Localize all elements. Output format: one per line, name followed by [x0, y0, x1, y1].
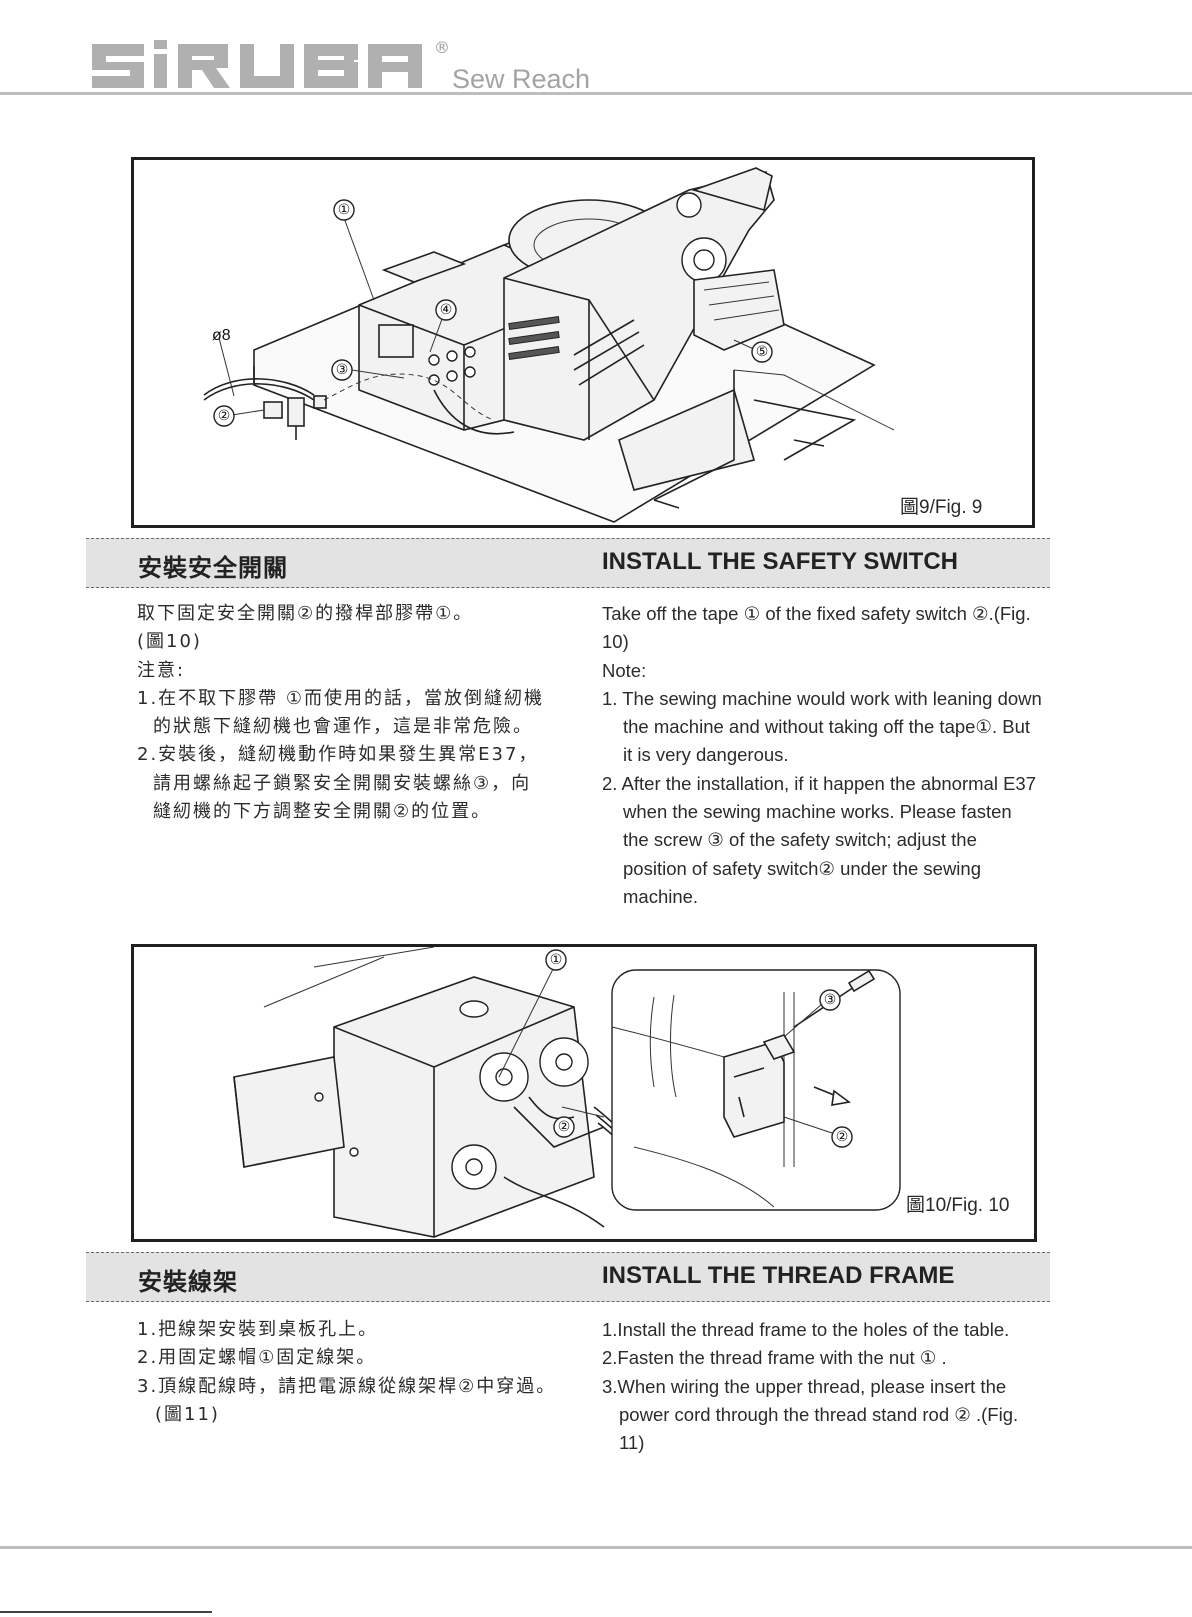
note-item: 1.在不取下膠帶 ①而使用的話，當放倒縫紉機的狀態下縫紉機也會運作，這是非常危險…: [137, 687, 545, 738]
power-socket-icon: [378, 324, 414, 358]
step-item: 2.Fasten the thread frame with the nut ①…: [602, 1347, 947, 1369]
text-line: Take off the tape ① of the fixed safety …: [602, 603, 1031, 653]
figure-10-caption: 圖10/Fig. 10: [906, 1195, 1010, 1216]
section-title-cn: 安裝線架: [138, 1268, 238, 1296]
svg-text:②: ②: [558, 1119, 571, 1135]
svg-text:③: ③: [336, 362, 349, 378]
figure-10: ① ② ③ ②: [131, 944, 1037, 1242]
callout-2-detail: ②: [831, 1126, 853, 1148]
thread-frame-text-en: 1.Install the thread frame to the holes …: [602, 1316, 1042, 1457]
callout-3: ③: [331, 359, 353, 381]
svg-text:②: ②: [218, 408, 231, 424]
callout-3: ③: [819, 989, 841, 1011]
step-item: 1.把線架安裝到桌板孔上。: [137, 1319, 379, 1340]
thread-frame-text-cn: 1.把線架安裝到桌板孔上。 2.用固定螺帽①固定線架。 3.頂線配線時，請把電源…: [137, 1316, 557, 1429]
header-rule: [0, 92, 1192, 95]
svg-text:①: ①: [550, 952, 563, 968]
text-line: 取下固定安全開關②的撥桿部膠帶①。: [137, 603, 474, 624]
section-bar-thread-frame: 安裝線架 INSTALL THE THREAD FRAME: [86, 1252, 1050, 1302]
footer-rule: [0, 1546, 1192, 1549]
svg-text:①: ①: [338, 202, 351, 218]
figure-9-illustration: ① ② ③ ④ ⑤ ø8: [203, 167, 895, 523]
footer-line: [0, 1611, 212, 1613]
section-title-en: INSTALL THE SAFETY SWITCH: [602, 548, 959, 575]
step-item: 2.用固定螺帽①固定線架。: [137, 1347, 377, 1369]
safety-switch-text-cn: 取下固定安全開關②的撥桿部膠帶①。 (圖10) 注意: 1.在不取下膠帶 ①而使…: [137, 600, 547, 826]
section-bar-safety-switch: 安裝安全開關 INSTALL THE SAFETY SWITCH: [86, 538, 1050, 588]
note-label: 注意:: [137, 659, 186, 681]
callout-5: ⑤: [751, 341, 773, 363]
note-item: 1. The sewing machine would work with le…: [602, 687, 1042, 766]
dimension-label: ø8: [212, 327, 231, 344]
step-item: 3.When wiring the upper thread, please i…: [602, 1375, 1019, 1454]
note-label: Note:: [602, 659, 647, 681]
figure-10-illustration: ① ② ③ ②: [233, 947, 901, 1238]
callout-1: ①: [333, 199, 355, 221]
callout-2: ②: [213, 405, 235, 427]
siruba-logo: [92, 40, 422, 88]
section-title-en: INSTALL THE THREAD FRAME: [602, 1262, 955, 1289]
figure-9-caption: 圖9/Fig. 9: [900, 497, 983, 518]
safety-switch-text-en: Take off the tape ① of the fixed safety …: [602, 600, 1042, 911]
svg-text:②: ②: [836, 1129, 849, 1145]
note-item: 2.安裝後，縫紉機動作時如果發生異常E37，請用螺絲起子鎖緊安全開關安裝螺絲③，…: [137, 744, 539, 823]
callout-4: ④: [435, 299, 457, 321]
note-item: 2. After the installation, if it happen …: [602, 772, 1037, 907]
step-item: 1.Install the thread frame to the holes …: [602, 1319, 1010, 1340]
callout-2: ②: [553, 1116, 575, 1138]
section-title-cn: 安裝安全開關: [138, 554, 288, 582]
svg-text:⑤: ⑤: [756, 344, 769, 360]
step-item: 3.頂線配線時，請把電源線從線架桿②中穿過。(圖11): [137, 1375, 557, 1425]
text-line: (圖10): [137, 631, 202, 653]
svg-text:④: ④: [440, 302, 453, 318]
callout-1: ①: [545, 949, 567, 971]
svg-text:③: ③: [824, 992, 837, 1008]
tagline: Sew Reach: [452, 64, 591, 94]
registered-mark: ®: [434, 38, 450, 57]
figure-9: ① ② ③ ④ ⑤ ø8: [131, 157, 1035, 528]
